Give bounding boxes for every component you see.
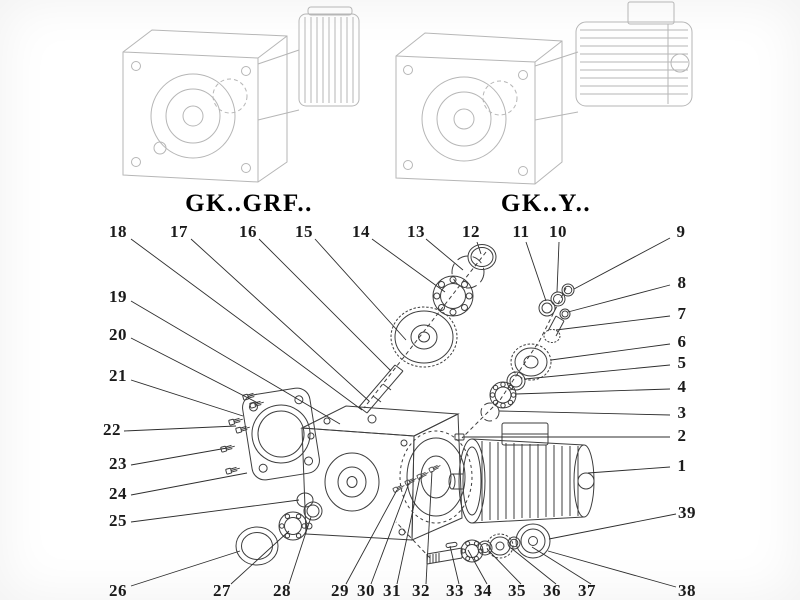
callout-2: 2 [677,426,687,445]
callout-24: 24 [109,484,127,503]
callout-39: 39 [678,503,696,522]
gearbox-drawing-grf [122,6,360,183]
input-pinion-set [461,283,575,439]
variant-title-gk-grf: GK..GRF.. [185,190,313,217]
callout-32: 32 [412,581,430,600]
callout-28: 28 [273,581,291,600]
callout-36: 36 [543,581,561,600]
callout-12: 12 [462,222,480,241]
intermediate-gear-set [454,343,552,441]
callout-7: 7 [677,304,687,323]
callout-21: 21 [109,366,127,385]
callout-5: 5 [677,353,687,372]
callout-34: 34 [474,581,492,600]
callout-9: 9 [676,222,686,241]
gear-housing [300,405,473,541]
callout-37: 37 [578,581,596,600]
callout-18: 18 [109,222,127,241]
callout-8: 8 [677,273,687,292]
input-gear-set [363,244,497,409]
gearbox-drawing-gky [395,1,693,185]
callout-23: 23 [109,454,127,473]
callout-20: 20 [109,325,127,344]
callout-4: 4 [677,377,687,396]
callout-13: 13 [407,222,425,241]
callout-16: 16 [239,222,257,241]
callout-10: 10 [549,222,567,241]
electric-motor [448,422,595,524]
callout-22: 22 [103,420,121,439]
callout-27: 27 [213,581,231,600]
callout-31: 31 [383,581,401,600]
callout-33: 33 [446,581,464,600]
callout-26: 26 [109,581,127,600]
callout-38: 38 [678,581,696,600]
input-shaft [358,364,404,414]
callout-1: 1 [677,456,687,475]
callout-3: 3 [677,403,687,422]
callout-35: 35 [508,581,526,600]
callout-15: 15 [295,222,313,241]
callout-25: 25 [109,511,127,530]
callout-19: 19 [109,287,127,306]
variant-title-gk-y: GK..Y.. [500,190,592,217]
callout-14: 14 [352,222,370,241]
leader-lines [123,237,677,588]
callout-30: 30 [357,581,375,600]
callout-6: 6 [677,332,687,351]
callout-17: 17 [170,222,188,241]
callout-29: 29 [331,581,349,600]
callout-11: 11 [512,222,530,241]
output-shaft-set [395,521,551,565]
